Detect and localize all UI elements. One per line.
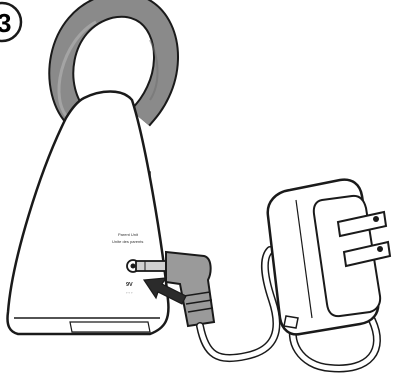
ac-power-adapter — [268, 180, 390, 335]
device-label-line2: Unite des parents — [112, 239, 143, 244]
step-number: 3 — [0, 8, 11, 38]
device-label-line1: Parent Unit — [118, 232, 139, 237]
parent-unit-device: Parent Unit Unite des parents 9V ◦ ◦ ◦ — [7, 5, 168, 334]
step-badge: 3 — [0, 3, 21, 41]
polarity-label: ◦ ◦ ◦ — [126, 290, 133, 295]
device-body — [7, 92, 168, 335]
voltage-label: 9V — [126, 282, 133, 288]
